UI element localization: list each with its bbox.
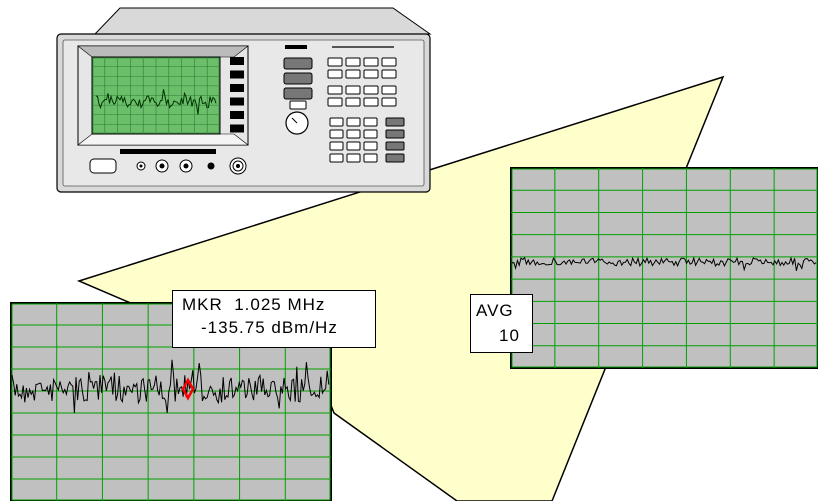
marker-level-label: -135.75 dBm/Hz xyxy=(201,318,338,337)
average-count: 10 xyxy=(499,326,520,345)
average-label: AVG xyxy=(476,301,514,320)
power-button xyxy=(89,158,117,174)
connector-icon xyxy=(136,157,247,175)
knob-icon xyxy=(285,111,309,135)
marker-frequency-label: MKR 1.025 MHz xyxy=(182,295,326,314)
spectrum-analyzer-icon xyxy=(56,7,432,193)
averaged-trace xyxy=(511,256,817,272)
marker-readout-box: MKR 1.025 MHz -135.75 dBm/Hz xyxy=(172,290,376,348)
averaged-trace-window xyxy=(510,167,818,369)
mini-trace xyxy=(95,89,217,115)
average-readout-box: AVG 10 xyxy=(470,294,533,353)
noise-trace xyxy=(11,359,330,414)
marker-diamond-icon xyxy=(181,377,195,401)
